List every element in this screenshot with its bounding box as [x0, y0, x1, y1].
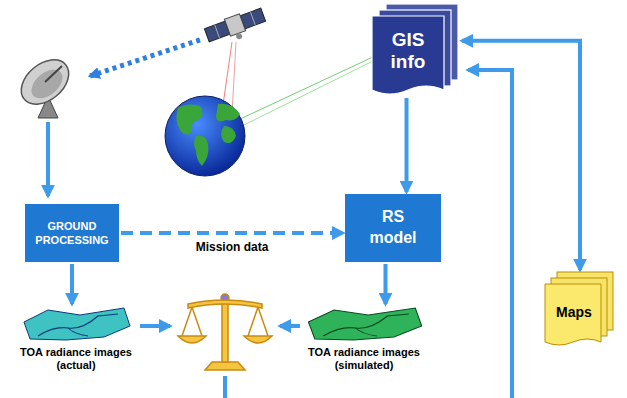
river-line [68, 328, 88, 336]
dish-feed [45, 66, 62, 82]
flow-line [223, 376, 227, 398]
image-tile: TOA radiance images (simulated) [302, 306, 426, 372]
river-line [323, 314, 409, 336]
image-caption: TOA radiance images (simulated) [308, 346, 420, 372]
image-thumbnail [302, 306, 426, 342]
satellite-antenna [235, 32, 243, 40]
dish-inner [26, 64, 68, 104]
sensor-beams [222, 42, 375, 126]
pan-cord [258, 307, 268, 336]
continent [221, 126, 236, 143]
panel-line [250, 12, 255, 25]
river-line [355, 328, 376, 336]
continent [176, 104, 202, 134]
scale-pan [244, 336, 272, 343]
node-label: GIS info [380, 29, 436, 73]
flow-arrow [462, 41, 580, 270]
process-box: GROUND PROCESSING [25, 204, 119, 262]
image-area [24, 308, 130, 340]
pan-cord [182, 307, 192, 336]
pan-cord [248, 307, 258, 336]
satellite-body [224, 14, 245, 36]
continent [194, 136, 208, 166]
image-thumbnail [18, 306, 134, 342]
page-sheet [372, 16, 444, 94]
beam-line [232, 42, 236, 114]
beam-line [242, 60, 375, 126]
edge-label: Mission data [193, 240, 272, 254]
page-sheet [545, 284, 601, 345]
image-tile: TOA radiance images (actual) [18, 306, 134, 372]
dish-reflector [13, 51, 78, 113]
scale-pole [222, 300, 228, 362]
downlink-arrow [90, 40, 200, 76]
flow-arrow [405, 98, 409, 192]
flow-arrow [46, 122, 50, 196]
scale-base [205, 362, 245, 370]
node-label: Maps [556, 304, 592, 321]
river-line [38, 314, 118, 336]
feedback-arrow [468, 70, 512, 398]
image-area [308, 308, 421, 340]
continent [216, 104, 240, 122]
model-box: RS model [345, 194, 441, 262]
node-label: RS model [358, 207, 428, 249]
map-stack: Maps [545, 272, 615, 346]
scale-pan [178, 336, 206, 343]
scale-beam [188, 300, 262, 308]
node-label: GROUND PROCESSING [29, 219, 115, 248]
gis-data-stack: GIS info [372, 4, 460, 96]
earth-globe [165, 96, 245, 176]
antenna-dish [13, 51, 78, 118]
panel-line [215, 25, 220, 38]
data-flow-arrow [121, 231, 343, 235]
beam-line [238, 56, 375, 120]
flow-arrow [70, 264, 74, 304]
flow-arrow [140, 324, 170, 328]
flow-arrow [384, 264, 388, 304]
image-caption: TOA radiance images (actual) [20, 346, 132, 372]
flow-arrow [280, 324, 300, 328]
connector-layer [72, 41, 580, 304]
balance-scale-icon [178, 294, 272, 370]
pan-cord [192, 307, 202, 336]
globe-sphere [165, 96, 245, 176]
